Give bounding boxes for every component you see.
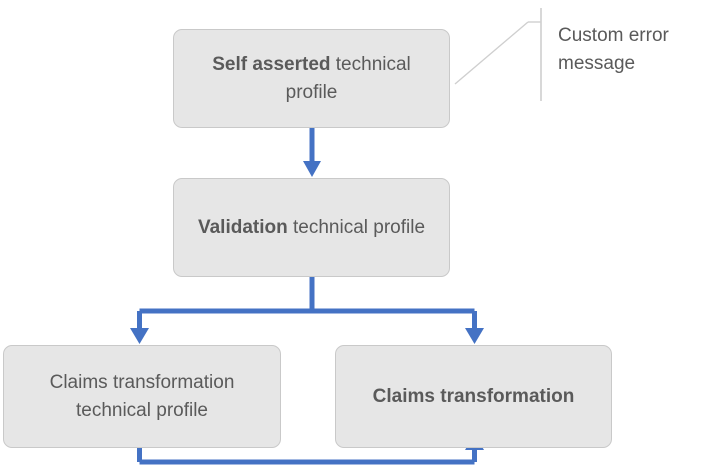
arrow-validation-branch <box>130 277 484 344</box>
callout-leader <box>454 8 542 101</box>
node-validation-technical-profile[interactable]: Validation technical profile <box>173 178 450 277</box>
node-claims-transformation-technical-profile[interactable]: Claims transformation technical profile <box>3 345 281 448</box>
callout-line-1: Custom error <box>558 25 669 46</box>
node-claims-transformation[interactable]: Claims transformation <box>335 345 612 448</box>
node-label: Claims transformation technical profile <box>18 369 266 424</box>
node-label: Validation technical profile <box>188 214 435 242</box>
node-label-bold: Self asserted <box>212 53 331 75</box>
callout-line-2: message <box>558 52 636 74</box>
node-label-regular: technical profile <box>287 216 426 238</box>
node-label-bold: Validation <box>197 216 288 238</box>
callout-custom-error-message: Custom error message <box>558 22 718 77</box>
node-label-regular: technical profile <box>285 53 411 103</box>
node-label: Claims transformation <box>350 383 597 411</box>
node-self-asserted-technical-profile[interactable]: Self asserted technical profile <box>173 29 450 128</box>
node-label-bold: Claims transformation <box>372 385 575 407</box>
arrow-self-asserted-to-validation <box>303 128 321 177</box>
node-label: Self asserted technical profile <box>188 51 435 106</box>
node-label-regular: Claims transformation technical profile <box>49 371 235 421</box>
